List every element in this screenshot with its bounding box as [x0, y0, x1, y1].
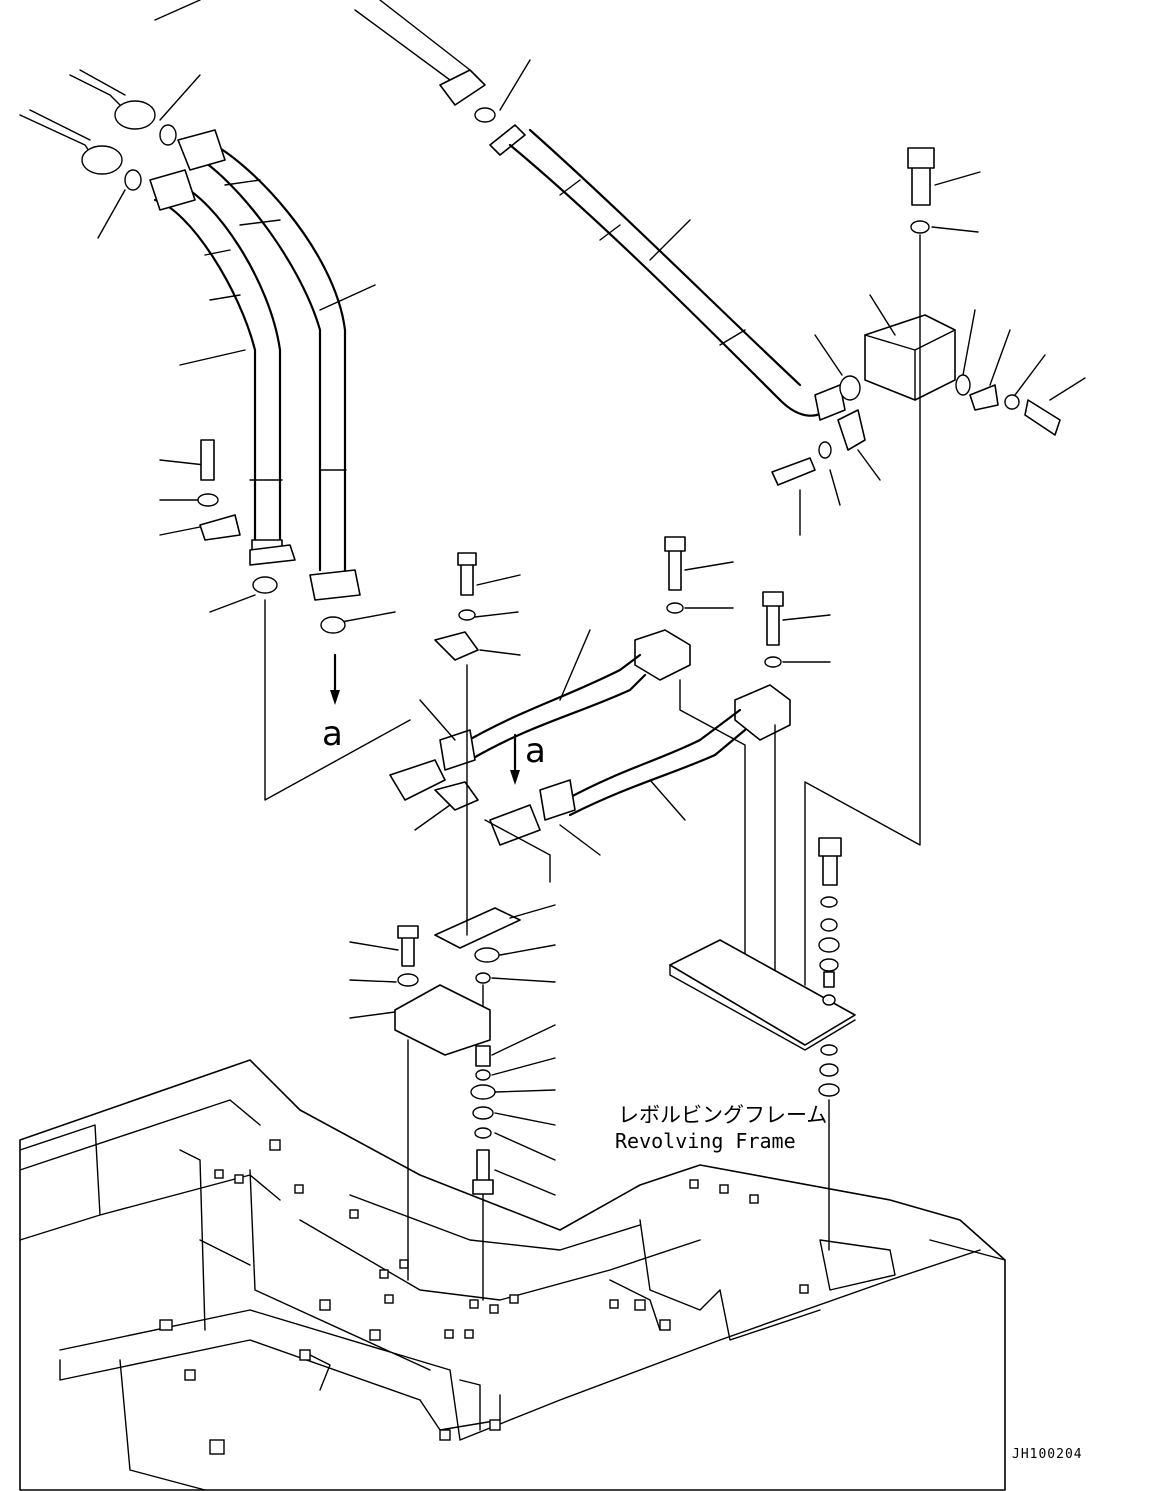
- frame-label-jp: レボルビングフレーム: [618, 1103, 827, 1127]
- view-a-label-left: a: [322, 714, 343, 754]
- frame-label-en: Revolving Frame: [615, 1129, 796, 1153]
- mounting-plate-right: [669, 837, 856, 1251]
- hardware-stack-left: [349, 925, 491, 1281]
- left-hose-pair: [19, 0, 411, 801]
- valve-block: [804, 147, 1086, 986]
- view-a-label-right: a: [525, 731, 546, 771]
- middle-tubes: [389, 536, 831, 986]
- top-hose: [354, 0, 881, 536]
- revolving-frame: [19, 1059, 1006, 1491]
- drawing-number: JH100204: [1012, 1447, 1083, 1462]
- hardware-stack-center: [434, 664, 556, 1301]
